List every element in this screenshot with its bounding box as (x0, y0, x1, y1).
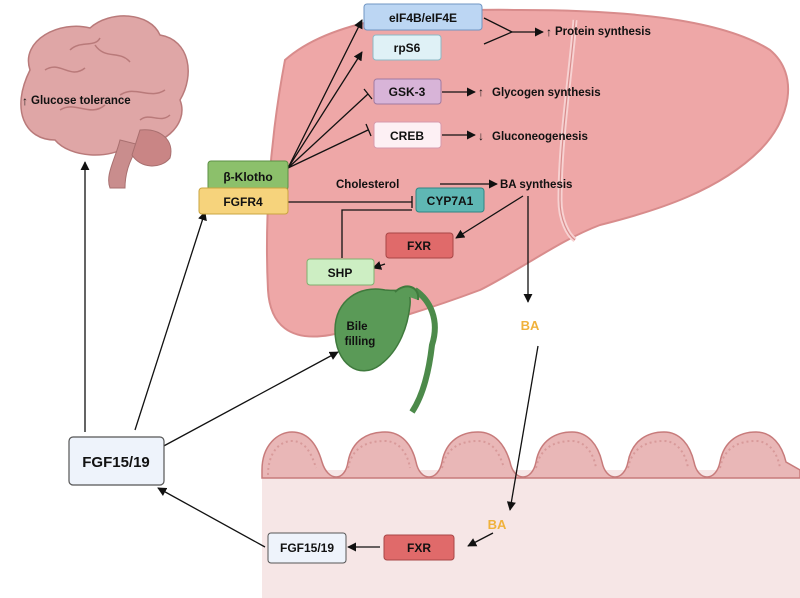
brain-illustration (20, 15, 189, 189)
ba-intestine-label: BA (488, 517, 507, 532)
node-cyp7a1-label: CYP7A1 (427, 194, 474, 208)
node-fxr-intestine: FXR (383, 534, 455, 561)
gluconeogenesis-label: Gluconeogenesis (492, 131, 588, 143)
node-rps6: rpS6 (372, 34, 442, 61)
bile-label-line2: filling (345, 336, 376, 348)
protein-synthesis-label: Protein synthesis (555, 26, 651, 38)
node-fxr-liver-label: FXR (407, 239, 431, 253)
node-cyp7a1: CYP7A1 (415, 187, 485, 213)
gluconeogenesis-arrow: ↓ (478, 129, 484, 143)
node-fxr-liver: FXR (385, 232, 454, 259)
node-klotho-label: β-Klotho (223, 170, 272, 184)
node-creb: CREB (373, 121, 442, 149)
glycogen-synthesis-label: Glycogen synthesis (492, 87, 601, 99)
node-eif4b-label: eIF4B/eIF4E (389, 11, 457, 25)
protein-synthesis-arrow: ↑ (546, 25, 552, 39)
node-shp: SHP (306, 258, 375, 286)
node-fxr-intestine-label: FXR (407, 541, 431, 555)
gallbladder-illustration (334, 285, 438, 414)
ba-synthesis-label: BA synthesis (500, 179, 572, 191)
node-gsk3-label: GSK-3 (389, 85, 426, 99)
glucose-tolerance-arrow: ↑ (22, 94, 28, 108)
node-creb-label: CREB (390, 129, 424, 143)
ba-liver-label: BA (521, 318, 540, 333)
glucose-tolerance-label: Glucose tolerance (31, 95, 131, 107)
node-fgf-main: FGF15/19 (68, 436, 165, 486)
glycogen-synthesis-arrow: ↑ (478, 85, 484, 99)
node-fgfr4-label: FGFR4 (223, 195, 263, 209)
node-rps6-label: rpS6 (394, 41, 421, 55)
intestine-illustration (261, 431, 800, 598)
node-fgfr4: FGFR4 (198, 187, 289, 215)
bile-label-line1: Bile (346, 321, 367, 333)
node-fgf-intestine: FGF15/19 (267, 532, 347, 564)
node-klotho: β-Klotho (207, 160, 289, 191)
node-fgf-main-label: FGF15/19 (82, 454, 150, 471)
node-eif4b: eIF4B/eIF4E (363, 3, 483, 31)
node-gsk3: GSK-3 (373, 78, 442, 105)
node-shp-label: SHP (328, 266, 353, 280)
node-fgf-intestine-label: FGF15/19 (280, 541, 334, 555)
connectors (80, 17, 544, 552)
cholesterol-label: Cholesterol (336, 179, 399, 191)
